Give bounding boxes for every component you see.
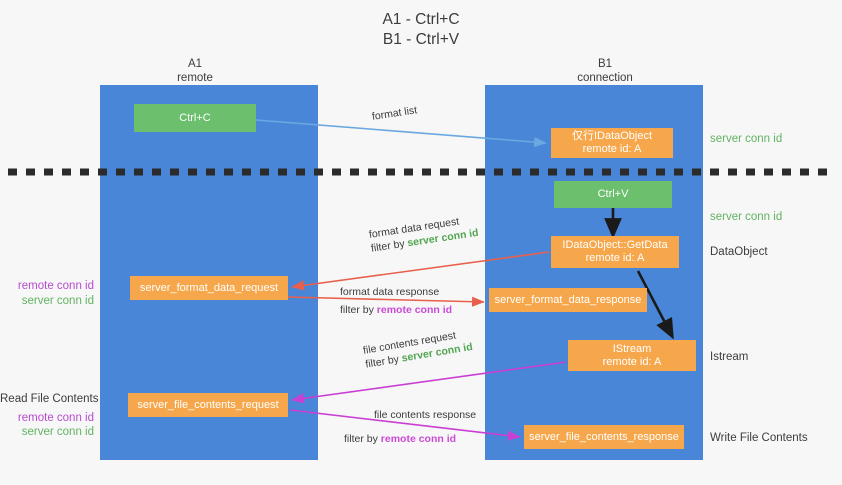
node-ole-dataobject[interactable]: 仅行IDataObject remote id: A bbox=[551, 128, 673, 158]
right-label-server-conn-id-mid: server conn id bbox=[710, 211, 783, 223]
edge-label-format-data-response-filter: filter by remote conn id bbox=[340, 304, 453, 316]
arrow-file-contents-response bbox=[289, 409, 521, 441]
left-label-low-server: server conn id bbox=[21, 426, 94, 438]
left-label-read-file-contents: Read File Contents bbox=[0, 393, 99, 405]
node-getdata-sub: remote id: A bbox=[585, 252, 645, 264]
left-label-low-remote: remote conn id bbox=[17, 411, 94, 424]
node-ctrl-v-label: Ctrl+V bbox=[597, 188, 629, 200]
left-label-read-file-contents-group: Read File Contents remote conn id server… bbox=[0, 392, 99, 440]
left-label-mid-remote: remote conn id bbox=[17, 280, 94, 292]
right-label-istream: Istream bbox=[710, 351, 749, 363]
node-ctrl-v[interactable]: Ctrl+V bbox=[554, 181, 672, 208]
arrow-format-list bbox=[255, 119, 547, 148]
edge-label-file-contents-response-filter: filter by remote conn id bbox=[344, 433, 457, 445]
node-getdata-title: IDataObject::GetData bbox=[562, 239, 668, 251]
edge-label-file-contents-response: file contents response filter by remote … bbox=[344, 409, 477, 445]
lane-header-a1-sub: remote bbox=[177, 71, 213, 84]
arrow-file-contents-request bbox=[291, 361, 567, 404]
node-ole-dataobject-sub: remote id: A bbox=[582, 143, 642, 155]
node-server-file-contents-response[interactable]: server_file_contents_response bbox=[524, 425, 684, 449]
lane-header-b1-name: B1 bbox=[597, 58, 613, 70]
arrow-format-data-response bbox=[287, 296, 485, 307]
lane-header-a1: A1 remote bbox=[130, 58, 260, 85]
left-label-middle-conn-ids: remote conn id server conn id bbox=[0, 279, 94, 308]
node-ole-dataobject-title: 仅行IDataObject bbox=[571, 130, 653, 142]
node-server-file-contents-request[interactable]: server_file_contents_request bbox=[128, 393, 288, 417]
right-label-server-conn-id-top: server conn id bbox=[710, 133, 783, 145]
node-server-format-data-response-label: server_format_data_response bbox=[494, 293, 642, 306]
right-label-write-file-contents: Write File Contents bbox=[710, 432, 808, 444]
node-server-format-data-request[interactable]: server_format_data_request bbox=[130, 276, 288, 300]
node-idataobject-getdata[interactable]: IDataObject::GetData remote id: A bbox=[551, 236, 679, 268]
title-line-1: A1 - Ctrl+C bbox=[382, 11, 460, 28]
right-label-dataobject: DataObject bbox=[710, 246, 768, 258]
node-ctrl-c-label: Ctrl+C bbox=[179, 111, 211, 124]
node-istream-title: IStream bbox=[612, 342, 652, 355]
edge-label-format-data-response: format data response filter by remote co… bbox=[340, 286, 453, 316]
title-line-2: B1 - Ctrl+V bbox=[382, 31, 460, 48]
node-server-format-data-response[interactable]: server_format_data_response bbox=[489, 288, 647, 312]
lane-header-a1-name: A1 bbox=[187, 58, 203, 70]
arrow-format-data-request bbox=[291, 251, 550, 291]
node-istream[interactable]: IStream remote id: A bbox=[568, 340, 696, 371]
arrow-getdata-to-istream bbox=[636, 270, 674, 340]
node-ctrl-c[interactable]: Ctrl+C bbox=[134, 104, 256, 132]
node-istream-sub: remote id: A bbox=[602, 355, 662, 368]
left-label-mid-server: server conn id bbox=[21, 294, 94, 307]
node-server-file-contents-request-label: server_file_contents_request bbox=[137, 398, 279, 411]
node-server-file-contents-response-label: server_file_contents_response bbox=[529, 430, 679, 443]
node-server-format-data-request-label: server_format_data_request bbox=[139, 281, 279, 294]
lane-header-b1: B1 connection bbox=[540, 58, 670, 85]
lane-header-b1-sub: connection bbox=[577, 71, 633, 84]
page-title: A1 - Ctrl+C B1 - Ctrl+V bbox=[321, 10, 521, 50]
